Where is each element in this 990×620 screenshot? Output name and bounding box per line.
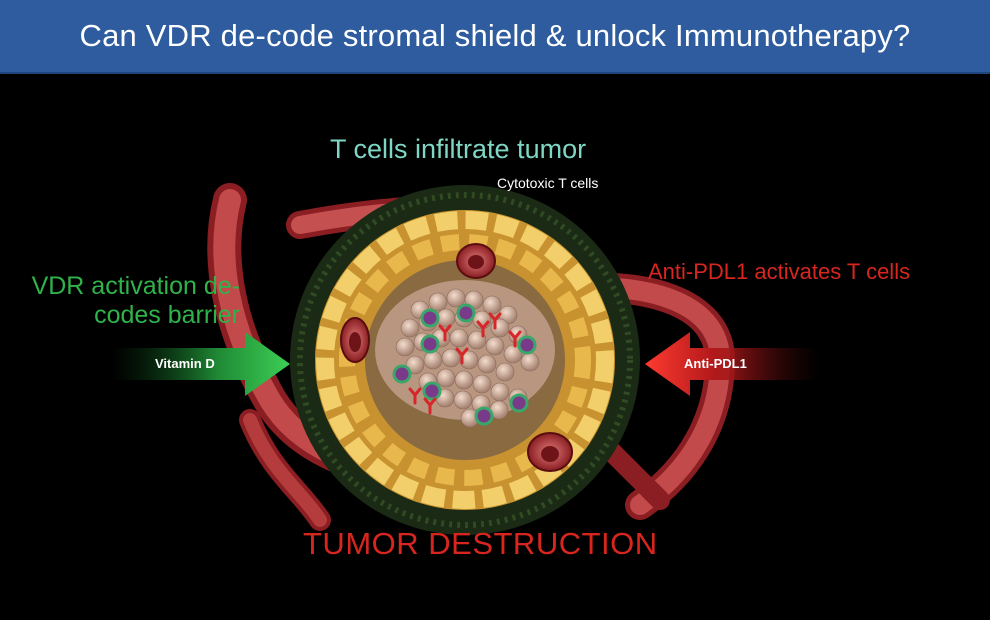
tumor-destruction-label: TUMOR DESTRUCTION [303, 526, 658, 561]
vitamin-d-label: Vitamin D [155, 356, 215, 371]
anti-pdl1-label: Anti-PDL1 [684, 356, 747, 371]
anti-pdl1-activates-label: Anti-PDL1 activates T cells [648, 259, 911, 284]
vitamin-d-arrow [110, 332, 290, 396]
slide-title: Can VDR de-code stromal shield & unlock … [79, 18, 911, 53]
title-bar: Can VDR de-code stromal shield & unlock … [0, 0, 990, 74]
antibodies [408, 312, 522, 415]
cytotoxic-t-cells [392, 303, 537, 426]
cytotoxic-t-cells-label: Cytotoxic T cells [497, 175, 599, 191]
vdr-activation-label: VDR activation de-codes barrier [31, 272, 240, 329]
t-cells-infiltrate-label: T cells infiltrate tumor [330, 134, 587, 164]
vessel-cross-sections [340, 243, 573, 472]
anti-pdl1-arrow [645, 332, 820, 396]
